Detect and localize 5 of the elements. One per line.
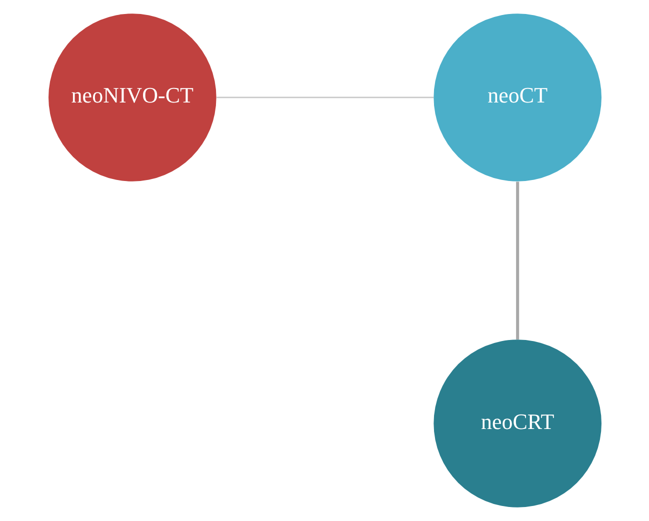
node-circle: neoCT (433, 14, 601, 182)
connector (216, 96, 434, 98)
node-circle: neoCRT (433, 340, 601, 508)
node-circle: neoNIVO-CT (48, 14, 216, 182)
connector (516, 182, 519, 340)
